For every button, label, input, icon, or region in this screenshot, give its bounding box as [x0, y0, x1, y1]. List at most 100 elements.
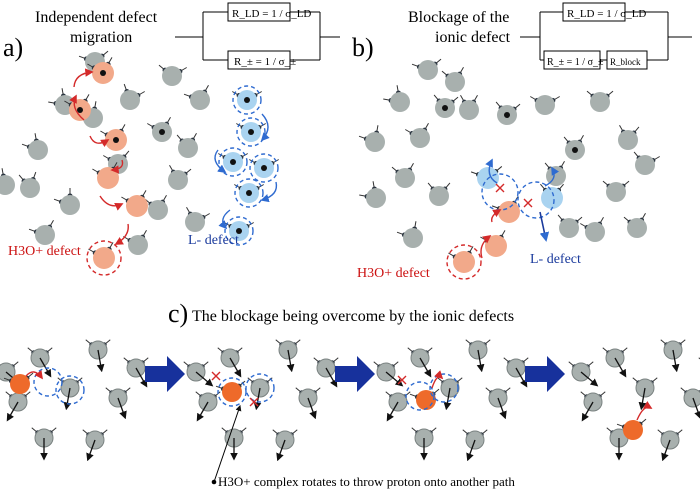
dipole-arrow: [476, 349, 485, 373]
oxygen-atom: [429, 186, 449, 206]
water-molecule-grey: [633, 151, 660, 175]
panel-c: c) The blockage being overcome by the io…: [0, 299, 700, 489]
l-defect-ring: [232, 85, 262, 115]
water-molecule-grey: [183, 85, 210, 110]
l-defect-hop-arrow: [218, 209, 231, 230]
h3o-path-molecule: [121, 190, 148, 217]
water-molecule-grey: [586, 90, 614, 112]
water-molecule-grey: [5, 391, 31, 422]
center-dot: [77, 107, 83, 113]
panel-c-sequence: [0, 339, 700, 485]
panel-b-r-pm-label: R_± = 1 / σ_±: [547, 57, 604, 68]
h3o-path-molecule: [87, 57, 114, 84]
oxygen-atom: [97, 167, 119, 189]
panel-a-letter: a): [3, 33, 23, 62]
oxygen-atom: [445, 72, 465, 92]
dipole-arrow: [39, 357, 52, 378]
h3o-hop-arrow: [69, 94, 85, 121]
water-molecule-grey: [433, 94, 459, 118]
oxygen-atom: [403, 228, 423, 248]
water-molecule-grey: [660, 339, 686, 373]
dipole-arrow: [614, 357, 627, 378]
blocked-mark: [249, 397, 259, 407]
panel-b-title-line2: ionic defect: [435, 29, 511, 46]
water-molecule-grey: [0, 168, 15, 195]
water-molecule-grey: [85, 339, 111, 373]
panel-a-circuit: [175, 2, 340, 70]
water-molecule-grey: [158, 64, 187, 86]
center-dot: [261, 165, 267, 171]
h3o-path-molecule: [100, 124, 127, 151]
dipole-arrow: [671, 349, 680, 373]
h3o-complex: [215, 380, 246, 402]
oxygen-atom: [390, 92, 410, 112]
oxygen-atom: [618, 130, 638, 150]
water-molecule-grey: [123, 357, 149, 388]
panel-b-title-line1: Blockage of the: [408, 9, 509, 26]
center-dot: [248, 129, 254, 135]
l-defect-ring: [249, 153, 279, 183]
water-molecule-grey: [383, 85, 410, 112]
panel-b-network: [358, 58, 660, 280]
water-molecule-grey: [459, 95, 479, 120]
h3o-complex: [616, 418, 647, 440]
center-dot: [504, 112, 510, 118]
water-molecule-grey: [275, 339, 301, 373]
h3o-hop-arrow: [636, 401, 653, 421]
water-molecule-grey: [272, 429, 298, 462]
blocked-mark: [495, 183, 505, 193]
dipole-arrow: [581, 401, 594, 422]
water-molecule-grey: [221, 427, 247, 461]
oxygen-atom: [627, 218, 647, 238]
h3o-path-molecule: [92, 162, 119, 189]
blockage-ring: [405, 381, 435, 411]
l-defect-direction-arrow: [539, 211, 550, 242]
blocked-mark: [523, 198, 533, 208]
oxygen-atom: [60, 195, 80, 215]
oxygen-atom: [185, 212, 205, 232]
l-defect-molecule: [236, 122, 266, 142]
water-molecule-grey: [495, 101, 521, 125]
dipole-arrow: [386, 401, 399, 422]
h3o-path-molecule: [88, 242, 115, 269]
oxygen-atom: [93, 247, 115, 269]
water-molecule-grey: [657, 429, 683, 462]
water-molecule-grey: [358, 125, 385, 152]
h3o-defect-ring: [86, 240, 122, 276]
panel-a-h3o-label: H3O+ defect: [8, 244, 81, 259]
water-molecule-grey: [503, 357, 529, 388]
oxygen-atom: [148, 200, 168, 220]
l-defect-hop-arrow: [260, 181, 278, 203]
panel-c-letter: c): [168, 299, 188, 328]
oxygen-atom: [126, 195, 148, 217]
dipole-arrow: [286, 349, 295, 373]
dipole-arrow: [6, 401, 19, 422]
panel-b: b) Blockage of the ionic defect R_LD = 1…: [352, 2, 692, 281]
oxygen-atom: [190, 90, 210, 110]
water-molecule-grey: [82, 429, 108, 462]
water-molecule-grey: [176, 133, 198, 158]
water-molecule-grey: [373, 361, 404, 387]
center-dot: [100, 70, 106, 76]
oxygen-atom: [366, 188, 386, 208]
h3o-hop-arrow: [110, 159, 124, 174]
oxygen-atom: [168, 170, 188, 190]
oxygen-atom: [35, 225, 55, 245]
caption-pointer-line: [213, 404, 242, 483]
oxygen-atom: [535, 95, 555, 115]
h3o-complex: [409, 388, 440, 410]
dipole-arrow: [63, 387, 72, 411]
water-molecule-grey: [462, 429, 488, 462]
oxygen-atom: [623, 420, 643, 440]
oxygen-atom: [683, 388, 700, 408]
h3o-path-molecule: [480, 230, 507, 257]
blocked-mark: [397, 375, 407, 385]
water-molecule-grey: [217, 347, 243, 378]
oxygen-atom: [10, 374, 30, 394]
h3o-hop-arrow: [73, 68, 94, 88]
oxygen-atom: [365, 132, 385, 152]
oxygen-atom: [459, 100, 479, 120]
oxygen-atom: [20, 178, 40, 198]
